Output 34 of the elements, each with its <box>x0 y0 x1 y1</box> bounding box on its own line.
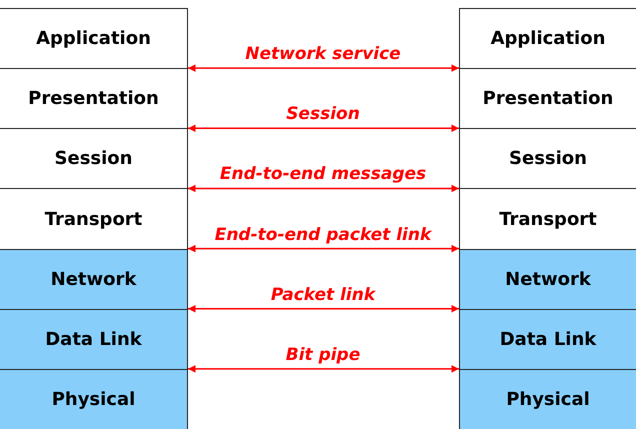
double-arrow <box>188 365 459 373</box>
layer-name: Application <box>36 28 151 50</box>
layer-name: Transport <box>499 208 597 230</box>
layer-name: Data Link <box>45 328 142 350</box>
layer-box <box>459 248 636 310</box>
edge-label: Network service <box>245 44 401 64</box>
double-arrow <box>188 184 459 192</box>
layer-name: Presentation <box>482 88 614 110</box>
layer-name: Session <box>54 148 132 170</box>
edge-label: Session <box>286 104 360 124</box>
layer-box <box>0 308 188 370</box>
layer-name: Network <box>50 268 136 290</box>
layer-box <box>0 248 188 310</box>
layer-box <box>459 368 636 429</box>
double-arrow <box>188 244 459 252</box>
layer-name: Physical <box>506 388 590 410</box>
edge-label: End-to-end messages <box>220 164 426 184</box>
edge-label: Packet link <box>270 284 376 305</box>
edge-label: Bit pipe <box>286 344 360 365</box>
layer-box <box>459 308 636 370</box>
layer-box <box>0 8 188 70</box>
layer-name: Data Link <box>500 328 596 350</box>
layer-name: Presentation <box>28 88 159 110</box>
double-arrow <box>188 305 459 312</box>
double-arrow <box>188 124 459 132</box>
edge-label: End-to-end packet link <box>214 224 432 245</box>
layer-name: Application <box>490 28 606 50</box>
layer-name: Physical <box>52 388 136 410</box>
layer-box <box>0 368 188 429</box>
layer-name: Session <box>509 148 587 170</box>
layer-box <box>459 8 636 70</box>
layer-name: Transport <box>44 208 142 230</box>
layer-name: Network <box>505 268 591 290</box>
double-arrow <box>188 64 459 72</box>
